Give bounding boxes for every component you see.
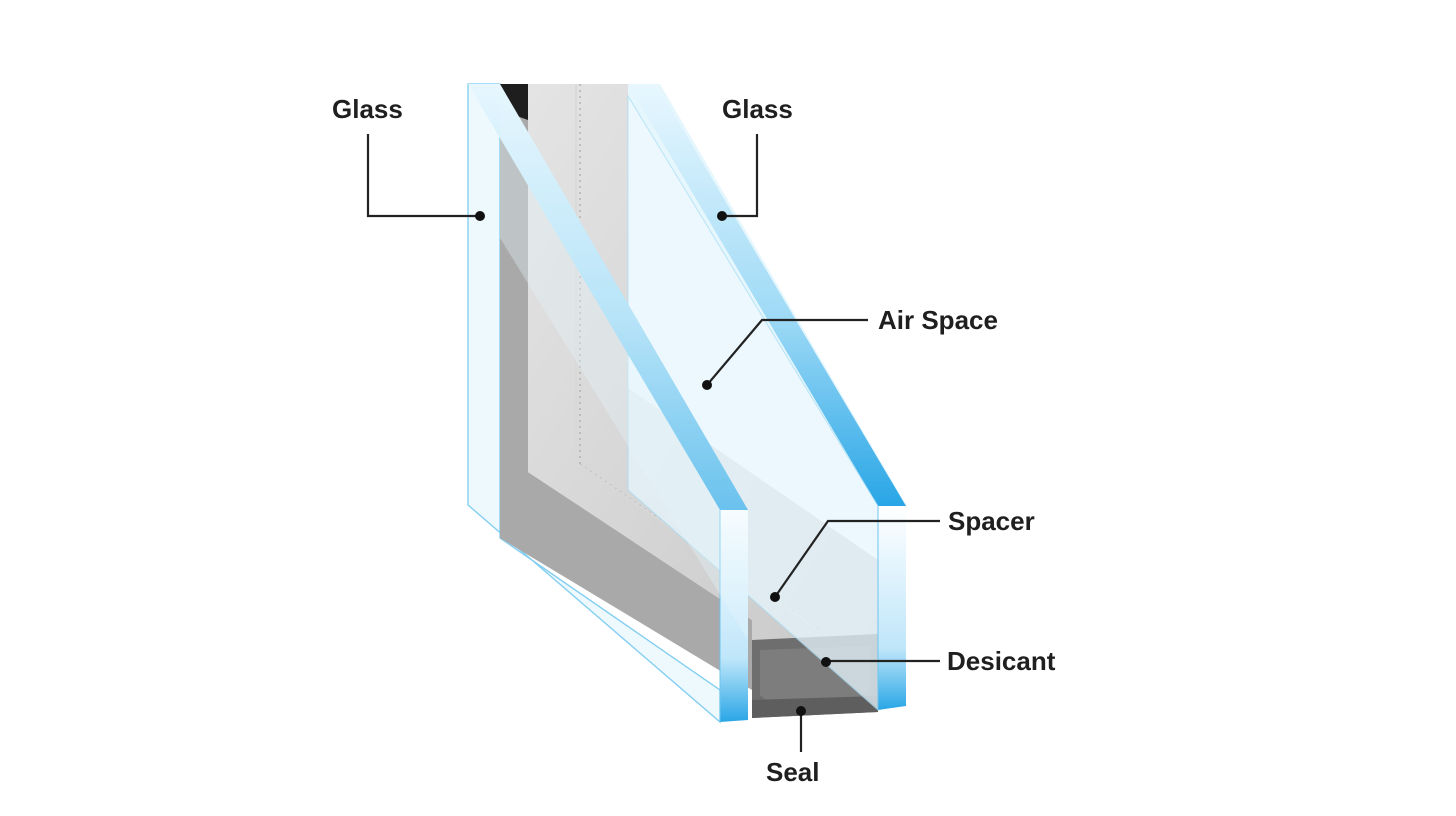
callout-labels: Glass Glass Air Space Spacer Desicant Se… xyxy=(332,94,1056,787)
leader-air-space xyxy=(706,318,868,386)
label-desicant: Desicant xyxy=(947,646,1056,676)
leader-dot-air-space xyxy=(702,380,712,390)
label-spacer: Spacer xyxy=(948,506,1035,536)
label-glass-left: Glass xyxy=(332,94,403,124)
leader-dot-glass-right xyxy=(717,211,727,221)
leader-spacer xyxy=(774,519,940,598)
callout-leaders xyxy=(366,134,940,752)
leader-dot-desicant xyxy=(821,657,831,667)
leader-dot-spacer xyxy=(770,592,780,602)
inner-glass-pane xyxy=(468,84,748,722)
label-glass-right: Glass xyxy=(722,94,793,124)
leader-glass-right xyxy=(722,134,759,218)
label-seal: Seal xyxy=(766,757,820,787)
front-glass-pane xyxy=(627,84,908,712)
leader-glass-left xyxy=(366,134,480,218)
leader-dot-glass-left xyxy=(475,211,485,221)
leader-dot-seal xyxy=(796,706,806,716)
label-air-space: Air Space xyxy=(878,305,998,335)
